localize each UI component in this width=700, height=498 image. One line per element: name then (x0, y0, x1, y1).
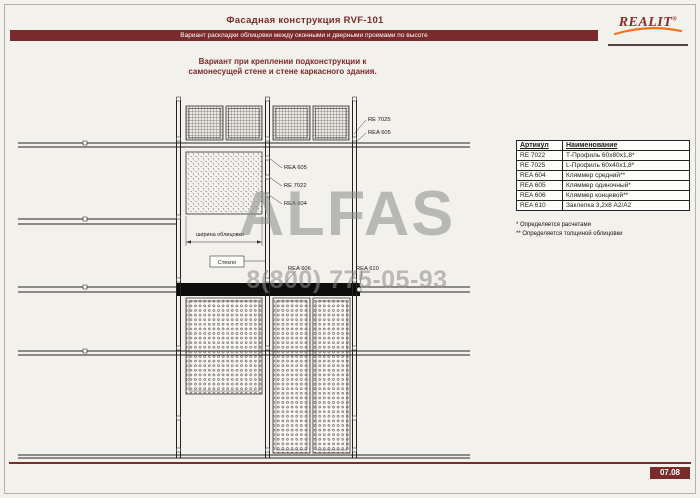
label-re7025: RE 7025 (368, 117, 391, 123)
footer-divider (9, 462, 691, 464)
width-dimension (185, 216, 263, 246)
col-header-article: Артикул (516, 140, 563, 151)
label-rea610: REA 610 (356, 266, 379, 272)
logo-text: REALIT® (618, 15, 678, 30)
page-title: Фасадная конструкция RVF-101 (226, 15, 384, 26)
top-mesh-panels (185, 105, 350, 141)
label-rea605-top: REA 605 (368, 130, 391, 136)
label-rea604: REA 604 (284, 201, 308, 207)
page-number: 07.08 (650, 467, 690, 479)
cell-name: L-Профиль 60х40х1,8* (562, 160, 690, 171)
table-row: REA 610 Заклепка 3,2х8 А2/А2 (516, 200, 690, 211)
label-re7022: RE 7022 (284, 183, 307, 189)
lintel-bar (176, 283, 360, 296)
label-width: ширина облицовки (196, 232, 244, 238)
parts-table: Артикул Наименование RE 7022 Т-Профиль 6… (516, 140, 690, 238)
glass-label-box (209, 255, 245, 268)
cell-article: REA 610 (516, 200, 563, 211)
clip-symbols (82, 96, 357, 453)
table-row: REA 604 Кляммер средний** (516, 170, 690, 181)
horizontal-rails (18, 142, 470, 459)
registered-mark: ® (672, 16, 678, 23)
subtitle-bar: Вариант раскладки облицовки между оконны… (10, 30, 598, 41)
label-glass: Стекло (218, 260, 236, 266)
realit-logo: REALIT® (608, 13, 688, 46)
logo-swoosh-icon (613, 27, 683, 36)
table-footnotes: * Определяется расчетами ** Определяется… (516, 221, 690, 238)
table-row: REA 606 Кляммер концевой** (516, 190, 690, 201)
cell-name: Кляммер одиночный* (562, 180, 690, 191)
cladding-panel (185, 151, 263, 215)
cell-name: Заклепка 3,2х8 А2/А2 (562, 200, 690, 211)
label-rea605: REA 605 (284, 165, 307, 171)
cell-article: RE 7025 (516, 160, 563, 171)
drawing-labels: RE 7025 REA 605 REA 605 RE 7022 REA 604 … (196, 117, 391, 272)
cell-article: REA 605 (516, 180, 563, 191)
table-header-row: Артикул Наименование (516, 140, 690, 151)
table-row: RE 7022 Т-Профиль 60х80х1,8* (516, 150, 690, 161)
drawing-caption: Вариант при креплении подконструкции к с… (115, 57, 450, 77)
col-header-name: Наименование (562, 140, 690, 151)
footnote-1: * Определяется расчетами (516, 222, 591, 228)
table-row: REA 605 Кляммер одиночный* (516, 180, 690, 191)
perforated-panels (185, 297, 351, 454)
cell-article: REA 604 (516, 170, 563, 181)
footnote-2: ** Определяется толщиной облицовки (516, 230, 623, 237)
cell-article: REA 606 (516, 190, 563, 201)
label-rea606: REA 606 (288, 266, 311, 272)
cell-name: Т-Профиль 60х80х1,8* (562, 150, 690, 161)
table-row: RE 7025 L-Профиль 60х40х1,8* (516, 160, 690, 171)
leader-lines (268, 119, 367, 285)
rivet-symbol (356, 287, 362, 292)
caption-line-2: самонесущей стене и стене каркасного зда… (188, 67, 377, 76)
cell-article: RE 7022 (516, 150, 563, 161)
cell-name: Кляммер средний** (562, 170, 690, 181)
cell-name: Кляммер концевой** (562, 190, 690, 201)
caption-line-1: Вариант при креплении подконструкции к (198, 57, 367, 66)
